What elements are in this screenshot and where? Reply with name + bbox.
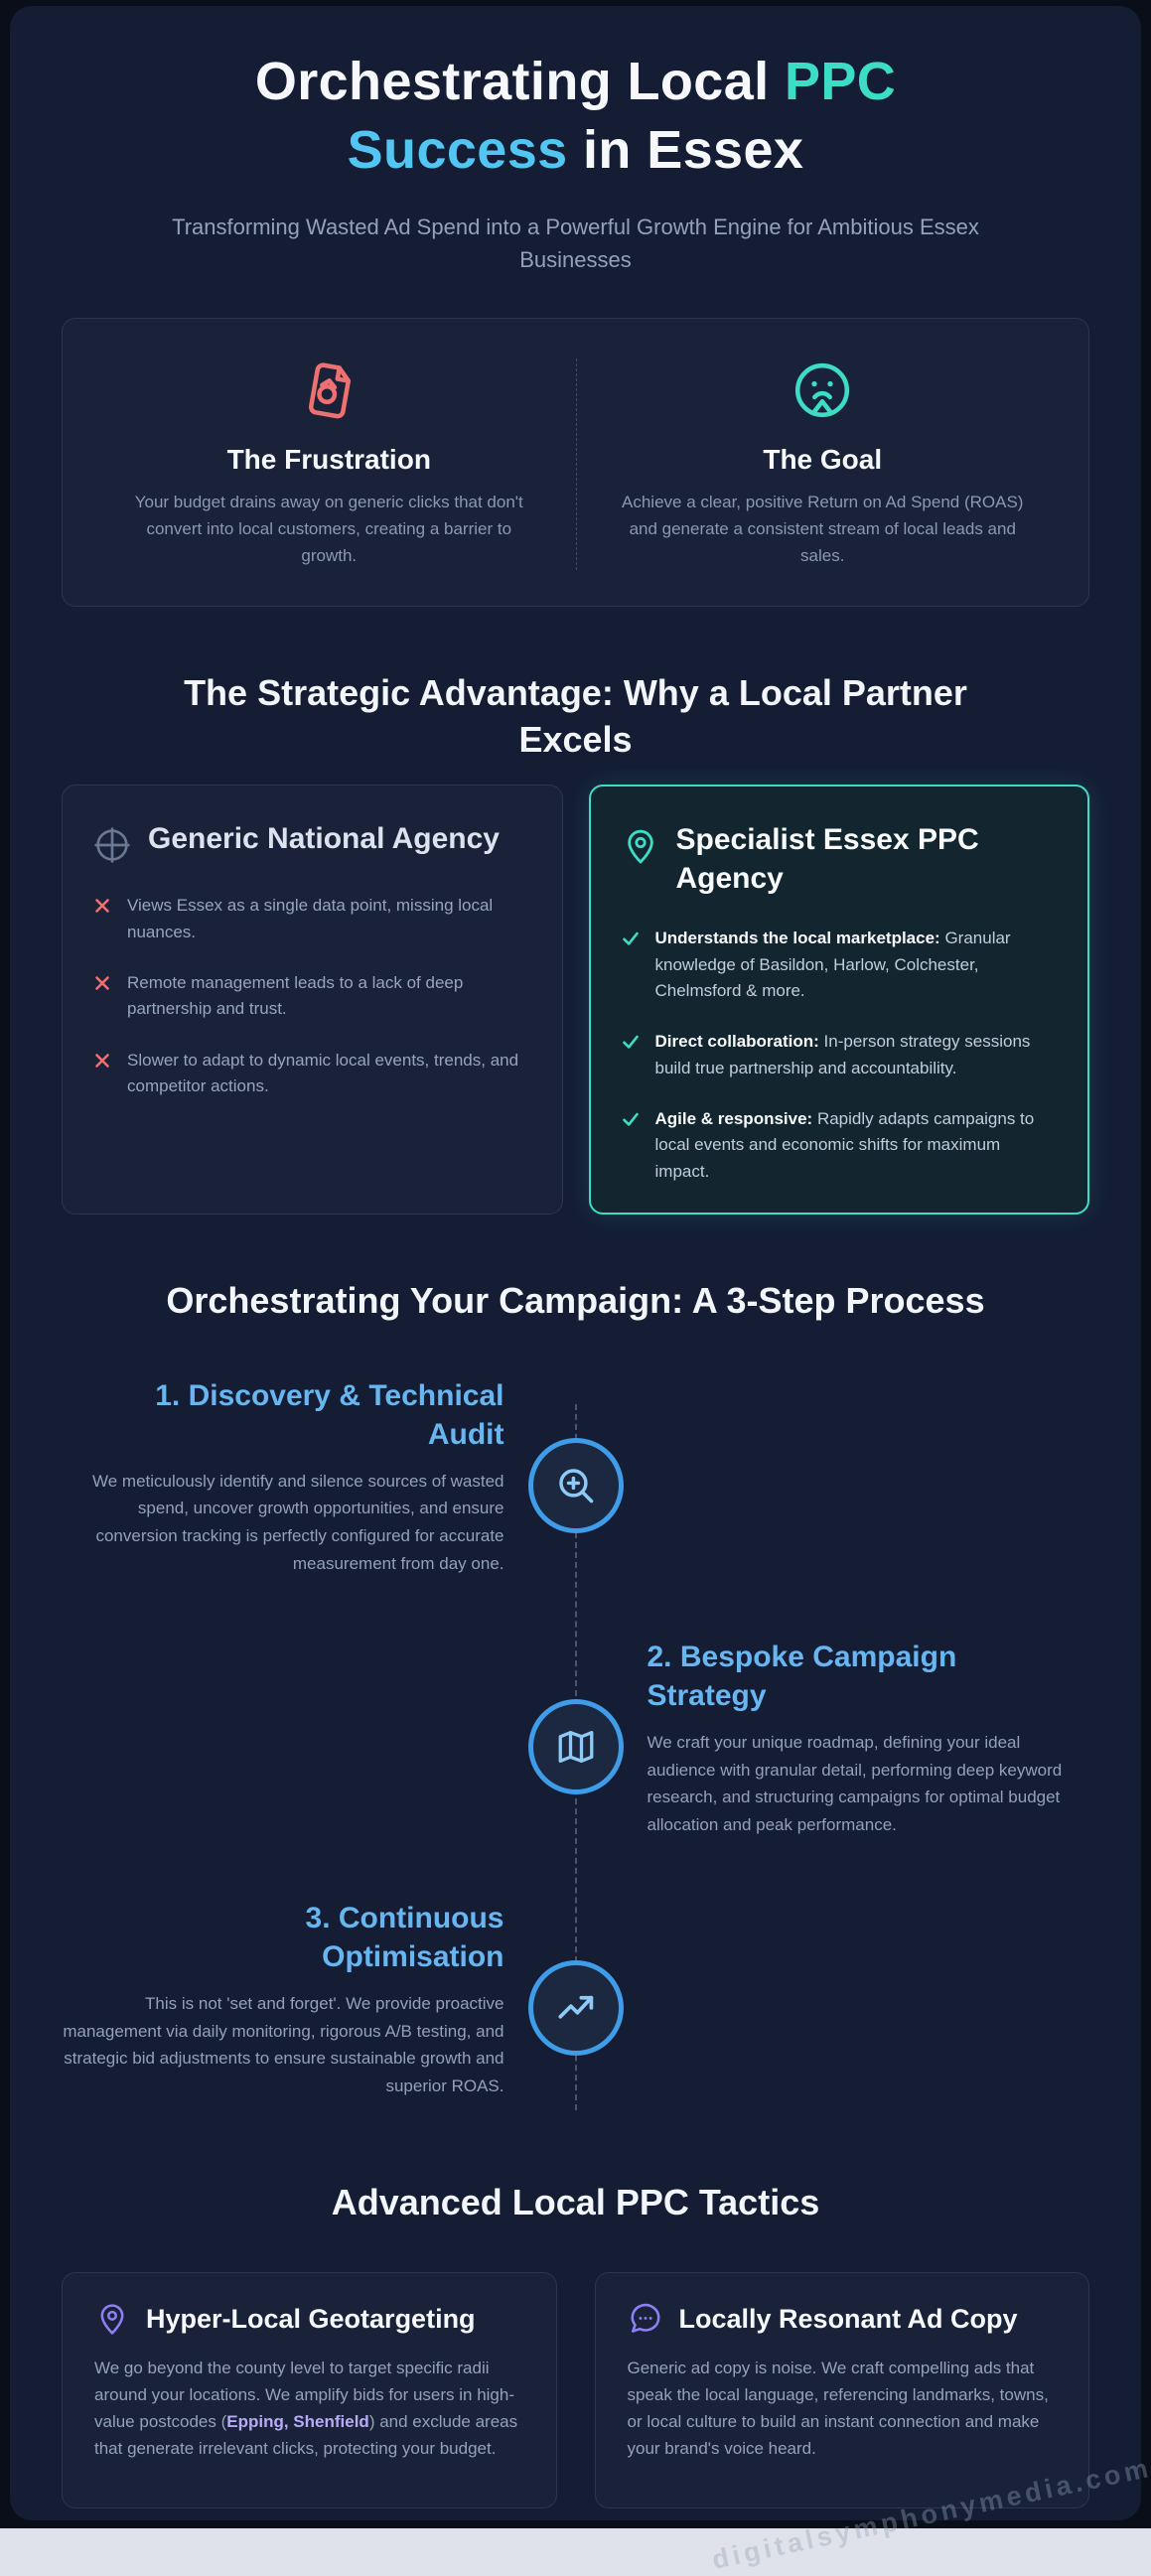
step-2-body: 2. Bespoke Campaign Strategy We craft yo… xyxy=(636,1638,1090,1855)
step-3-icon-wrap xyxy=(516,1959,636,2056)
title-post: in Essex xyxy=(567,120,804,181)
list-item-text: Views Essex as a single data point, miss… xyxy=(127,896,494,941)
location-pin-icon xyxy=(94,2301,130,2337)
process-step-1: 1. Discovery & Technical Audit We meticu… xyxy=(62,1376,1089,1594)
ad-copy-header: Locally Resonant Ad Copy xyxy=(628,2301,1058,2337)
postcode-highlight: Epping, Shenfield xyxy=(226,2411,369,2431)
tactics-grid: Hyper-Local Geotargeting We go beyond th… xyxy=(62,2272,1089,2508)
speech-bubble-icon xyxy=(628,2301,663,2337)
title-accent-success: Success xyxy=(347,120,568,181)
process-step-3: 3. Continuous Optimisation This is not '… xyxy=(62,1899,1089,2116)
step-3-body: 3. Continuous Optimisation This is not '… xyxy=(62,1899,516,2116)
ad-copy-title: Locally Resonant Ad Copy xyxy=(678,2303,1018,2334)
step-1-title: 1. Discovery & Technical Audit xyxy=(155,1378,504,1451)
frustration-text: Your budget drains away on generic click… xyxy=(134,493,523,565)
x-mark-icon xyxy=(92,973,112,993)
page-title: Orchestrating Local PPC Success in Essex xyxy=(62,48,1089,185)
step-2-text: We craft your unique roadmap, defining y… xyxy=(647,1733,1063,1834)
goal-column: The Goal Achieve a clear, positive Retur… xyxy=(575,358,1070,570)
list-item-rest: In-person strategy sessions build true p… xyxy=(654,1032,1031,1077)
x-mark-icon xyxy=(92,896,112,916)
list-item: Direct collaboration: In-person strategy… xyxy=(621,1029,1059,1081)
advantage-heading: The Strategic Advantage: Why a Local Par… xyxy=(184,671,967,760)
step-3-title: 3. Continuous Optimisation xyxy=(305,1902,504,1974)
tactics-heading: Advanced Local PPC Tactics xyxy=(331,2182,820,2223)
goal-text: Achieve a clear, positive Return on Ad S… xyxy=(622,493,1024,565)
list-item-rest: Rapidly adapts campaigns to local events… xyxy=(654,1109,1035,1181)
process-step-2: 2. Bespoke Campaign Strategy We craft yo… xyxy=(62,1638,1089,1855)
list-item-lead: Agile & responsive: xyxy=(654,1109,813,1129)
process-timeline: 1. Discovery & Technical Audit We meticu… xyxy=(62,1376,1089,2116)
step-3-text: This is not 'set and forget'. We provide… xyxy=(63,1994,504,2095)
step-1-text: We meticulously identify and silence sou… xyxy=(92,1471,504,1573)
list-item: Views Essex as a single data point, miss… xyxy=(92,893,532,945)
list-item: Slower to adapt to dynamic local events,… xyxy=(92,1048,532,1100)
list-item: Understands the local marketplace: Granu… xyxy=(621,926,1059,1004)
check-mark-icon xyxy=(621,929,641,948)
map-pin-icon xyxy=(621,826,660,866)
goal-title: The Goal xyxy=(763,444,883,476)
x-mark-icon xyxy=(92,1051,112,1071)
specialist-agency-title: Specialist Essex PPC Agency xyxy=(675,823,979,896)
list-item-text: Remote management leads to a lack of dee… xyxy=(127,973,464,1019)
step-1-body: 1. Discovery & Technical Audit We meticu… xyxy=(62,1376,516,1594)
list-item: Remote management leads to a lack of dee… xyxy=(92,970,532,1023)
wasted-budget-icon xyxy=(297,358,360,422)
geotargeting-title: Hyper-Local Geotargeting xyxy=(146,2303,476,2334)
list-item-text: Agile & responsive: Rapidly adapts campa… xyxy=(655,1106,1059,1185)
title-pre: Orchestrating Local xyxy=(254,52,785,111)
geotargeting-card: Hyper-Local Geotargeting We go beyond th… xyxy=(62,2272,557,2508)
specialist-agency-card: Specialist Essex PPC Agency Understands … xyxy=(588,785,1089,1216)
ad-copy-card: Locally Resonant Ad Copy Generic ad copy… xyxy=(594,2272,1089,2508)
list-item-text: Understands the local marketplace: Granu… xyxy=(655,926,1059,1004)
generic-agency-title: Generic National Agency xyxy=(148,822,500,856)
comparison-grid: Generic National Agency Views Essex as a… xyxy=(62,785,1089,1216)
generic-agency-list: Views Essex as a single data point, miss… xyxy=(92,893,532,1099)
problem-goal-card: The Frustration Your budget drains away … xyxy=(62,318,1089,607)
generic-agency-header: Generic National Agency xyxy=(92,819,532,865)
step-2-icon-wrap xyxy=(516,1698,636,1794)
title-accent-ppc: PPC xyxy=(784,52,897,111)
frustration-column: The Frustration Your budget drains away … xyxy=(82,358,576,570)
text-pre: We go beyond the county level to target … xyxy=(94,2359,514,2431)
list-item-rest: Granular knowledge of Basildon, Harlow, … xyxy=(654,929,1011,1001)
list-item-text: Direct collaboration: In-person strategy… xyxy=(655,1029,1059,1081)
globe-icon xyxy=(92,825,132,865)
list-item-text: Slower to adapt to dynamic local events,… xyxy=(127,1050,519,1096)
page-subtitle: Transforming Wasted Ad Spend into a Powe… xyxy=(172,215,979,273)
trending-up-icon xyxy=(527,1959,624,2056)
step-2-title: 2. Bespoke Campaign Strategy xyxy=(647,1641,957,1713)
geotargeting-text: We go beyond the county level to target … xyxy=(94,2356,524,2462)
list-item: Agile & responsive: Rapidly adapts campa… xyxy=(621,1106,1059,1185)
geotargeting-header: Hyper-Local Geotargeting xyxy=(94,2301,524,2337)
list-item-lead: Understands the local marketplace: xyxy=(654,929,940,948)
text-post: ) and exclude areas that generate irrele… xyxy=(94,2411,518,2458)
specialist-agency-list: Understands the local marketplace: Granu… xyxy=(621,926,1059,1185)
process-heading: Orchestrating Your Campaign: A 3-Step Pr… xyxy=(166,1280,985,1322)
generic-agency-card: Generic National Agency Views Essex as a… xyxy=(62,785,563,1216)
frustration-title: The Frustration xyxy=(226,444,431,476)
specialist-agency-header: Specialist Essex PPC Agency xyxy=(621,820,1059,898)
map-icon xyxy=(527,1698,624,1794)
check-mark-icon xyxy=(621,1032,641,1052)
zoom-in-icon xyxy=(527,1437,624,1533)
check-mark-icon xyxy=(621,1109,641,1129)
list-item-lead: Direct collaboration: xyxy=(654,1032,819,1052)
step-1-icon-wrap xyxy=(516,1437,636,1533)
goal-face-icon xyxy=(791,358,854,422)
ad-copy-text: Generic ad copy is noise. We craft compe… xyxy=(627,2359,1049,2458)
